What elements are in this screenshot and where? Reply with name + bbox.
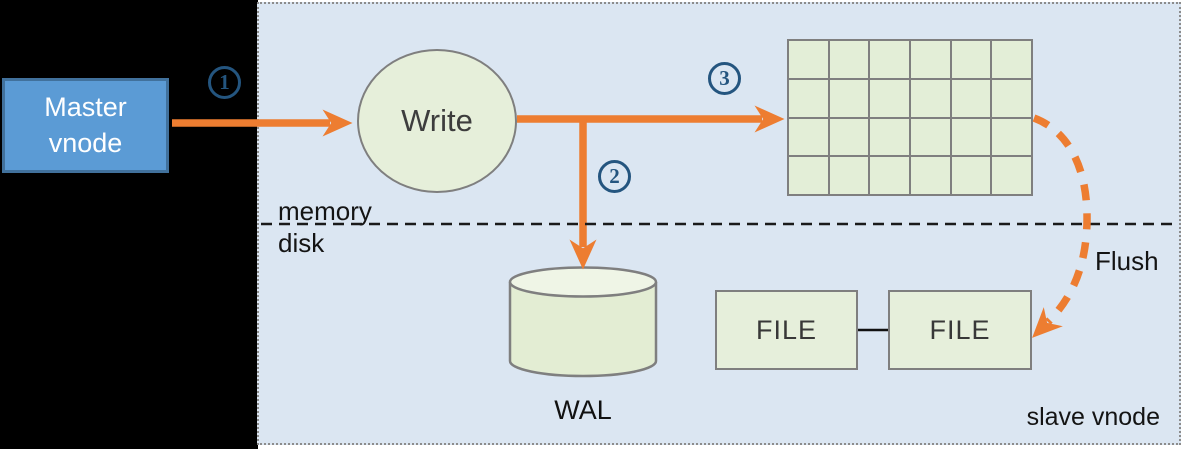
memtable-cell	[951, 79, 991, 117]
flush-label: Flush	[1095, 246, 1159, 276]
memtable-cell	[911, 41, 950, 78]
master-vnode-label: Master vnode	[44, 91, 127, 158]
memtable-cell	[829, 41, 869, 78]
memtable-cell	[951, 41, 991, 78]
memtable-cell	[992, 118, 1031, 156]
memtable-cell	[992, 157, 1031, 194]
wal-cylinder-body	[508, 282, 658, 378]
memtable-cell	[870, 79, 909, 117]
memtable-cell	[951, 157, 991, 194]
memtable-cell	[829, 157, 869, 194]
memtable-cell	[870, 157, 909, 194]
memtable-cell	[829, 79, 869, 117]
memtable-cell	[911, 157, 950, 194]
memtable-cell	[911, 118, 950, 156]
write-node: Write	[357, 49, 517, 193]
file-box-2-label: FILE	[929, 314, 991, 345]
write-node-label: Write	[401, 103, 473, 138]
file-box-2: FILE	[888, 290, 1032, 370]
wal-cylinder-top	[508, 266, 658, 298]
memtable-cell	[789, 157, 828, 194]
memtable-cell	[911, 79, 950, 117]
memtable-cell	[789, 118, 828, 156]
file-box-1: FILE	[715, 290, 858, 370]
step-3-number: 3	[719, 66, 730, 90]
memtable-grid	[787, 39, 1033, 196]
memtable-cell	[870, 41, 909, 78]
disk-region-label: disk	[278, 228, 325, 258]
master-vnode-node: Master vnode	[2, 78, 169, 173]
file-box-1-label: FILE	[755, 314, 818, 345]
wal-cylinder	[508, 265, 658, 379]
memtable-cell	[870, 118, 909, 156]
memtable-cell	[992, 41, 1031, 78]
memory-region-label: memory	[278, 196, 372, 226]
wal-label: WAL	[554, 395, 612, 425]
memtable-cell	[829, 118, 869, 156]
memtable-cell	[789, 79, 828, 117]
memtable-cell	[951, 118, 991, 156]
slave-vnode-label: slave vnode	[1026, 403, 1160, 431]
step-2-number: 2	[609, 164, 620, 188]
memtable-cell	[789, 41, 828, 78]
step-1-badge: 1	[208, 66, 241, 99]
step-1-number: 1	[219, 70, 230, 94]
wal-cylinder-shape	[508, 266, 658, 378]
step-3-badge: 3	[708, 62, 741, 95]
step-2-badge: 2	[598, 160, 631, 193]
memtable-cell	[992, 79, 1031, 117]
